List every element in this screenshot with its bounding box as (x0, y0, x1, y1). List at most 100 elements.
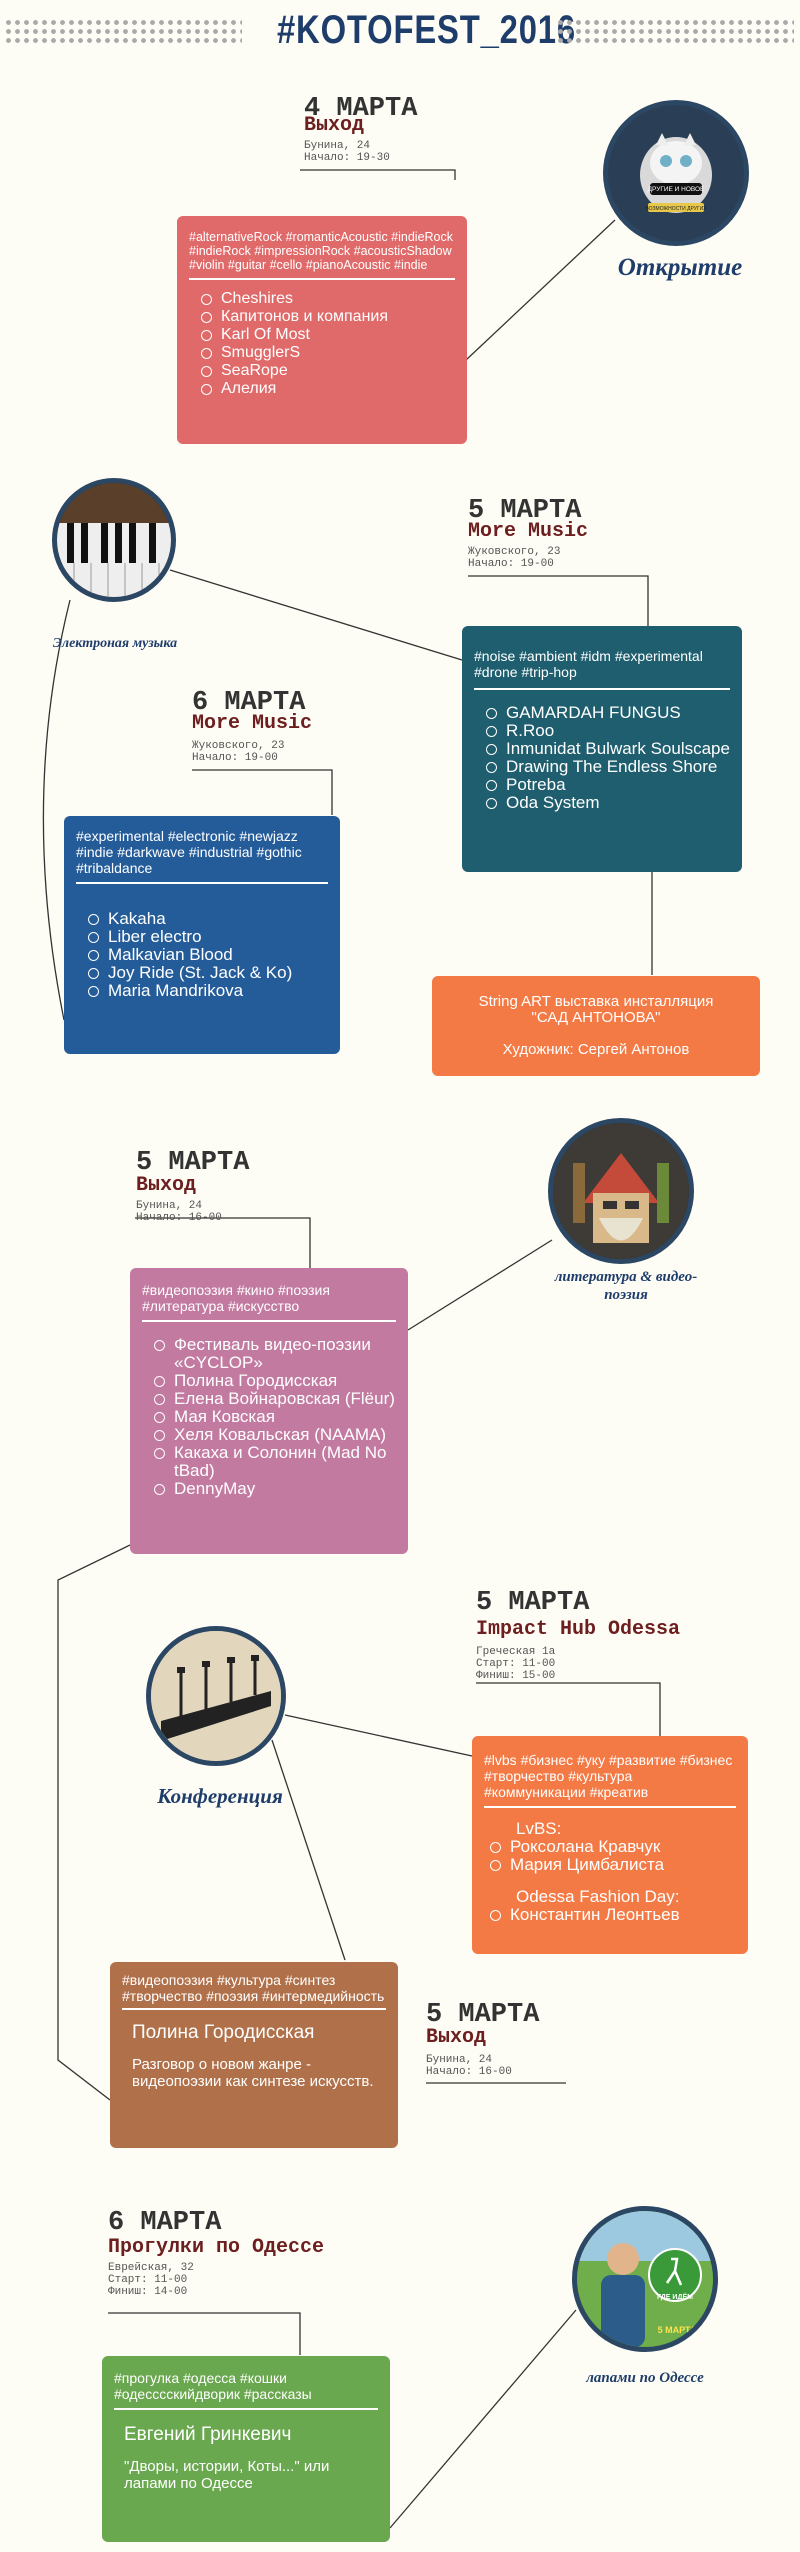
performer-item: SeaRope (201, 362, 467, 380)
event2-tags: #noise #ambient #idm #experimental #dron… (474, 648, 703, 680)
event5-card: #lvbs #бизнес #уку #развитие #бизнес #тв… (472, 1736, 748, 1954)
event7-divider (114, 2408, 378, 2410)
underline-event1 (300, 169, 456, 180)
event1-date: 4 МАРТА (304, 94, 418, 124)
event4-tags: #видеопоэзия #кино #поэзия #литература #… (142, 1282, 330, 1314)
event7-description: "Дворы, истории, Коты..." или лапами по … (124, 2458, 330, 2492)
conference-badge-image (146, 1626, 286, 1766)
literature-badge-image (548, 1118, 694, 1264)
event2-card: #noise #ambient #idm #experimental #dron… (462, 626, 742, 872)
event3-performers: Kakaha Liber electro Malkavian Blood Joy… (64, 910, 340, 1000)
performer-item: Joy Ride (St. Jack & Ko) (88, 964, 340, 982)
event2-date: 5 МАРТА (468, 496, 582, 526)
performer-item: Елена Войнаровская (Flёur) (154, 1390, 398, 1408)
line-conference-event6 (271, 1739, 346, 1961)
header-dots-left (4, 18, 242, 44)
walk-badge-image: ГДЕ ИДЁМ 5 МАРТА (572, 2206, 718, 2352)
event1-divider (189, 278, 455, 280)
performer-item: Капитонов и компания (201, 308, 467, 326)
bookish-character-illustration (553, 1123, 689, 1259)
event3-divider (76, 882, 328, 884)
event7-card: #прогулка #одесса #кошки #одесссскийдвор… (102, 2356, 390, 2542)
exhibition-card: String ART выставка инсталляция "САД АНТ… (432, 976, 760, 1076)
line-opening (465, 219, 616, 361)
underline-event2 (468, 575, 649, 628)
event6-tags: #видеопоэзия #культура #синтез #творчест… (122, 1972, 385, 2004)
walk-caption: лапами по Одессе (586, 2370, 704, 2386)
line-literature (407, 1239, 553, 1331)
event2-divider (474, 688, 730, 690)
event2-performers: GAMARDAH FUNGUS R.Roo Inmunidat Bulwark … (462, 704, 742, 812)
event1-venue: Выход (304, 114, 365, 137)
performer-item: Malkavian Blood (88, 946, 340, 964)
performer-item: Karl Of Most (201, 326, 467, 344)
performer-item: Drawing The Endless Shore (486, 758, 742, 776)
speaker-item: Мария Цимбалиста (490, 1856, 748, 1874)
event6-speaker: Полина Городисская (132, 2022, 315, 2043)
event5-group1-heading: LvBS: (516, 1819, 562, 1838)
event6-description: Разговор о новом жанре - видеопоэзии как… (132, 2056, 374, 2090)
speaker-item: Константин Леонтьев (490, 1906, 748, 1924)
electronic-caption: Электроная музыка (52, 636, 178, 651)
event7-venue: Прогулки по Одессе (108, 2236, 325, 2259)
event2-venue: More Music (468, 520, 589, 543)
event7-date: 6 МАРТА (108, 2208, 222, 2238)
line-conference (284, 1714, 473, 1757)
performer-item: GAMARDAH FUNGUS (486, 704, 742, 722)
event6-venue: Выход (426, 2026, 487, 2049)
performer-item: Хеля Ковальская (NAAMA) (154, 1426, 398, 1444)
header-dots-right (556, 18, 794, 44)
underline-event3 (192, 769, 333, 815)
tour-guide-illustration: ГДЕ ИДЁМ 5 МАРТА (577, 2211, 713, 2347)
badge-art-text-top: ДРУГИЕ И НОВОЕ (648, 186, 705, 193)
event5-date: 5 МАРТА (476, 1588, 590, 1618)
event4-divider (142, 1320, 396, 1322)
exhibition-line1: String ART выставка инсталляция (478, 993, 714, 1010)
performer-item: Liber electro (88, 928, 340, 946)
performer-item: SmugglerS (201, 344, 467, 362)
conference-caption: Конференция (157, 1784, 283, 1808)
speaker-item: Роксолана Кравчук (490, 1838, 748, 1856)
event1-tags: #alternativeRock #romanticAcoustic #indi… (189, 230, 454, 272)
literature-caption: литература & видео-поэзия (554, 1269, 698, 1303)
underline-event5 (476, 1682, 661, 1737)
event7-tags: #прогулка #одесса #кошки #одесссскийдвор… (114, 2370, 312, 2402)
event6-divider (122, 2008, 386, 2010)
opening-caption: Открытие (617, 254, 743, 281)
event3-tags: #experimental #electronic #newjazz #indi… (76, 828, 302, 876)
exhibition-artist: Художник: Сергей Антонов (502, 1041, 690, 1058)
event1-performers: Cheshires Капитонов и компания Karl Of M… (177, 290, 467, 398)
event5-group2-heading: Odessa Fashion Day: (516, 1887, 680, 1906)
walk-art-date: 5 МАРТА (658, 2325, 697, 2335)
line-electronic-event3 (42, 599, 71, 1021)
performer-item: Potreba (486, 776, 742, 794)
performer-item: Kakaha (88, 910, 340, 928)
astronaut-cat-illustration: ДРУГИЕ И НОВОЕ ВОЗМОЖНОСТИ ДРУГИХ (640, 133, 712, 213)
event4-date: 5 МАРТА (136, 1148, 250, 1178)
event3-venue: More Music (192, 712, 313, 735)
event4-venue: Выход (136, 1174, 197, 1197)
performer-item: Oda System (486, 794, 742, 812)
performer-item: Алелия (201, 380, 467, 398)
performer-item: Какаха и Солонин (Mad No tBad) (154, 1444, 398, 1480)
event6-date: 5 МАРТА (426, 2000, 540, 2030)
underline-event7 (108, 2312, 301, 2355)
event5-group1-list: Роксолана Кравчук Мария Цимбалиста (472, 1838, 748, 1874)
performer-item: Фестиваль видео-поэзии «CYCLOP» (154, 1336, 398, 1372)
performer-item: Maria Mandrikova (88, 982, 340, 1000)
event1-card: #alternativeRock #romanticAcoustic #indi… (177, 216, 467, 444)
line-electronic (169, 569, 463, 661)
event7-speaker: Евгений Гринкевич (124, 2424, 292, 2445)
performer-item: Мая Ковская (154, 1408, 398, 1426)
event5-group2-list: Константин Леонтьев (472, 1906, 748, 1924)
conference-hall-illustration (151, 1631, 281, 1761)
event5-divider (484, 1806, 736, 1808)
